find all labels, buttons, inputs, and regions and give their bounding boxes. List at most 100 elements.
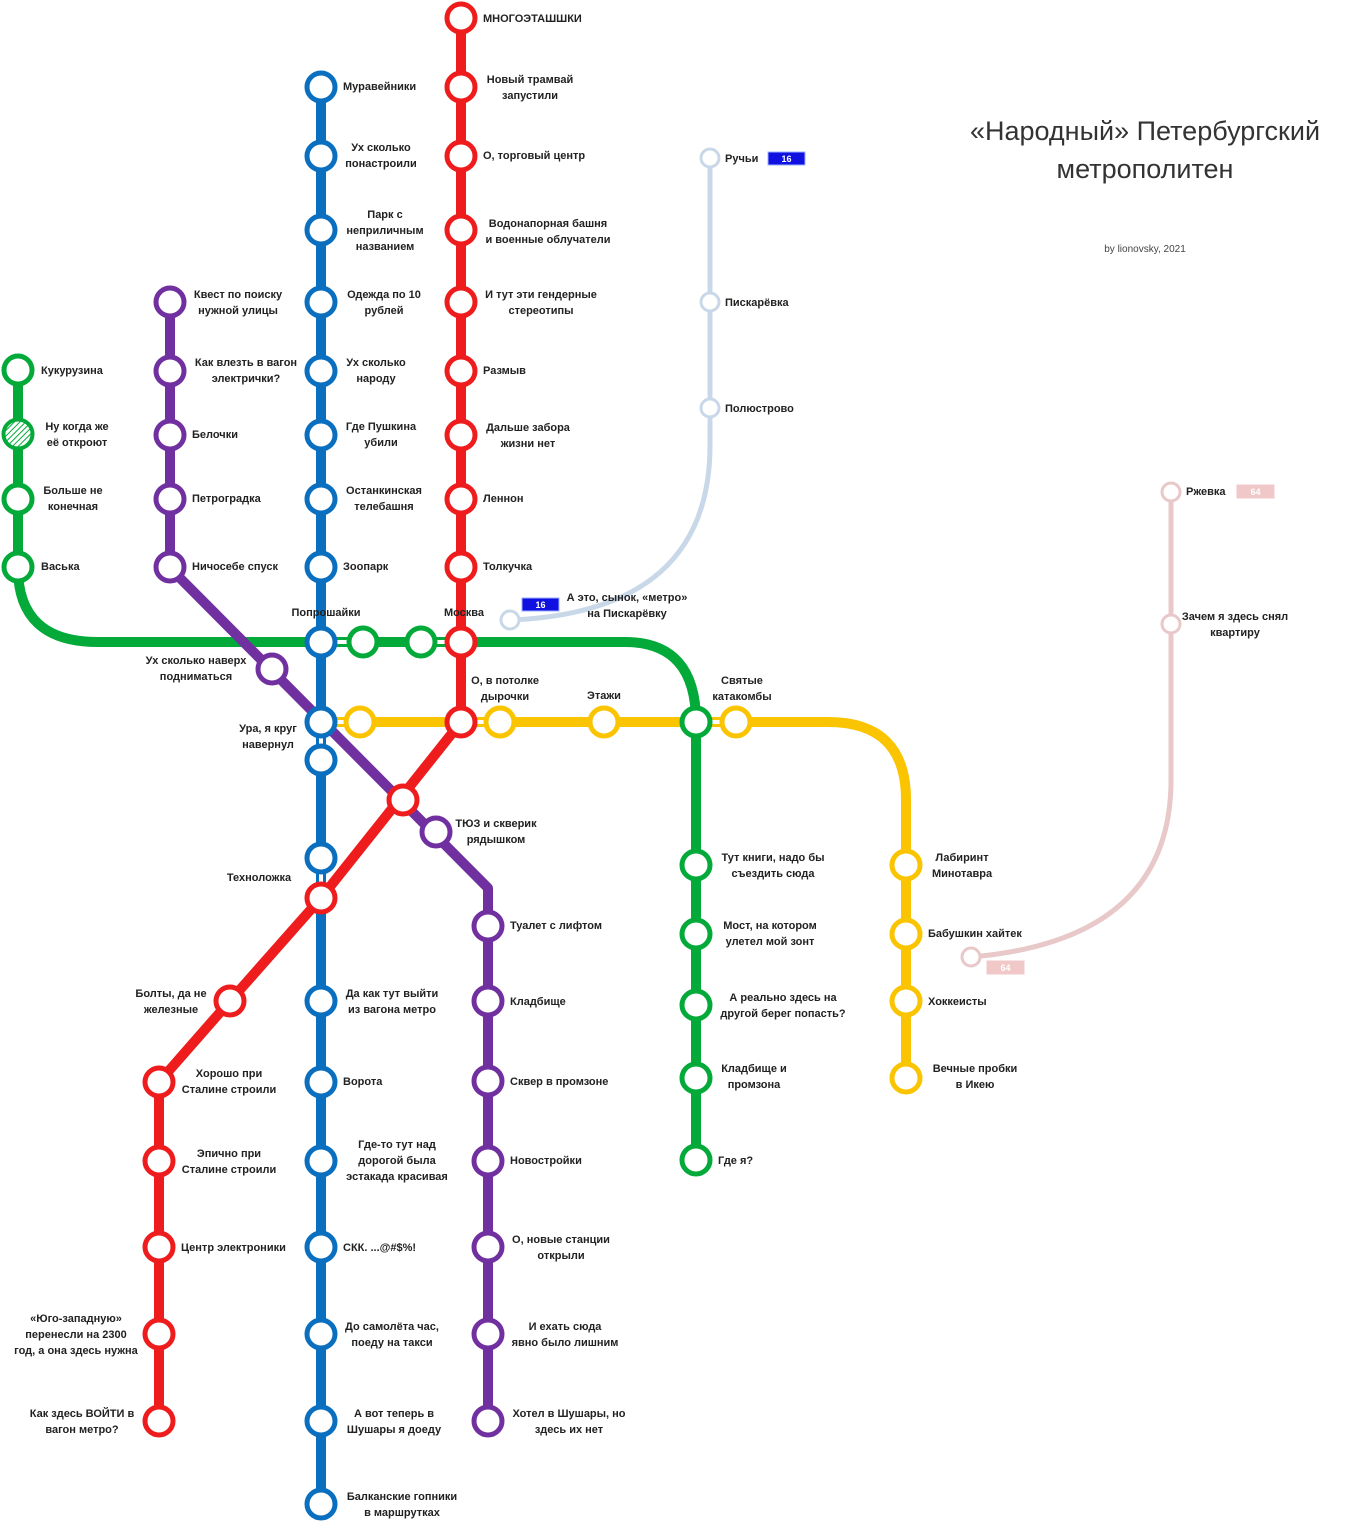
green-line-station-8[interactable]: [679, 1061, 713, 1095]
blue-line-station-5[interactable]: [304, 418, 338, 452]
label-line: конечная: [48, 501, 98, 513]
blue-line-station-4[interactable]: [304, 354, 338, 388]
green-line-station-5[interactable]: [679, 848, 713, 882]
tram-16-station-1[interactable]: [699, 291, 721, 313]
blue-line-station-1[interactable]: [304, 139, 338, 173]
purple-line-station-0[interactable]: [153, 285, 187, 319]
blue-line-station-9[interactable]: [304, 705, 338, 739]
label-line: поеду на такси: [351, 1337, 432, 1349]
red-line-station-9[interactable]: [444, 625, 478, 659]
yellow-line-station-3[interactable]: [889, 984, 923, 1018]
yellow-line-station-1[interactable]: [889, 848, 923, 882]
green-line-station-3[interactable]: [1, 550, 35, 584]
green-line-transfer-node: [404, 625, 438, 659]
red-line-station-2[interactable]: [444, 139, 478, 173]
label-line: Кукурузина: [41, 365, 104, 377]
blue-line-station-14[interactable]: [304, 1230, 338, 1264]
blue-line-station-10[interactable]: [304, 841, 338, 875]
purple-line-station-11[interactable]: [471, 1230, 505, 1264]
tram-16-station-3[interactable]: [499, 609, 521, 631]
purple-line-station-label-7: Туалет с лифтом: [510, 920, 602, 932]
blue-line-station-label-12: Ворота: [343, 1076, 383, 1088]
red-line-station-4[interactable]: [444, 285, 478, 319]
red-line-station-7[interactable]: [444, 482, 478, 516]
purple-line-station-6[interactable]: [419, 815, 453, 849]
green-line-station-7[interactable]: [679, 988, 713, 1022]
green-line-station-4[interactable]: [679, 705, 713, 739]
yellow-line-station-2[interactable]: [889, 917, 923, 951]
label-line: на Пискарёвку: [587, 608, 667, 620]
red-line-station-15[interactable]: [142, 1317, 176, 1351]
blue-line-station-15[interactable]: [304, 1317, 338, 1351]
red-line-station-0[interactable]: [444, 1, 478, 35]
purple-line-station-1[interactable]: [153, 354, 187, 388]
red-line-station-14[interactable]: [142, 1230, 176, 1264]
blue-line-station-11[interactable]: [304, 984, 338, 1018]
red-line-station-6[interactable]: [444, 418, 478, 452]
blue-line-station-13[interactable]: [304, 1144, 338, 1178]
green-line-station-9[interactable]: [679, 1143, 713, 1177]
label-line: Толкучка: [483, 561, 533, 573]
blue-line-station-0[interactable]: [304, 70, 338, 104]
red-line-station-16[interactable]: [142, 1404, 176, 1438]
yellow-line-station-0[interactable]: [587, 705, 621, 739]
green-line-station-2[interactable]: [1, 482, 35, 516]
label-line: Ворота: [343, 1076, 383, 1088]
blue-line-station-8[interactable]: [304, 625, 338, 659]
purple-line-station-12[interactable]: [471, 1317, 505, 1351]
purple-line-station-5[interactable]: [255, 652, 289, 686]
red-line-station-13[interactable]: [142, 1144, 176, 1178]
blue-line-station-12[interactable]: [304, 1065, 338, 1099]
label-line: Где-то тут над: [358, 1139, 436, 1151]
purple-line-station-13[interactable]: [471, 1404, 505, 1438]
label-line: А реально здесь на: [729, 992, 837, 1004]
label-line: год, а она здесь нужна: [14, 1345, 139, 1357]
purple-line-station-3[interactable]: [153, 482, 187, 516]
green-line-transfer-node: [346, 625, 380, 659]
blue-line-station-2[interactable]: [304, 213, 338, 247]
yellow-line-station-4[interactable]: [889, 1061, 923, 1095]
red-line-station-3[interactable]: [444, 213, 478, 247]
label-line: Водонапорная башня: [489, 218, 607, 230]
label-line: Парк с: [367, 209, 402, 221]
purple-line-station-7[interactable]: [471, 909, 505, 943]
route-64-badge-label: 64: [1000, 963, 1010, 973]
green-line-station-0[interactable]: [1, 353, 35, 387]
blue-line-station-3[interactable]: [304, 285, 338, 319]
purple-line-station-2[interactable]: [153, 418, 187, 452]
blue-line-station-7[interactable]: [304, 550, 338, 584]
tram-64-station-0[interactable]: [1160, 481, 1182, 503]
purple-line-station-9[interactable]: [471, 1064, 505, 1098]
red-line-station-10[interactable]: [444, 705, 478, 739]
purple-line-station-8[interactable]: [471, 984, 505, 1018]
label-line: и военные облучатели: [485, 234, 610, 246]
red-line-station-1[interactable]: [444, 70, 478, 104]
tram-16-station-2[interactable]: [699, 397, 721, 419]
red-line-station-11[interactable]: [213, 984, 247, 1018]
blue-line-station-17[interactable]: [304, 1487, 338, 1521]
blue-line-station-16[interactable]: [304, 1404, 338, 1438]
purple-line-station-10[interactable]: [471, 1144, 505, 1178]
red-line-station-12[interactable]: [142, 1065, 176, 1099]
red-line-station-label-7: Леннон: [483, 493, 524, 505]
tram-16-station-0[interactable]: [699, 147, 721, 169]
label-line: Вечные пробки: [933, 1063, 1018, 1075]
purple-line-station-4[interactable]: [153, 550, 187, 584]
green-line-station-6[interactable]: [679, 917, 713, 951]
tram-64-station-1[interactable]: [1160, 613, 1182, 635]
red-line-station-8[interactable]: [444, 550, 478, 584]
red-line-station-5[interactable]: [444, 354, 478, 388]
red-line-station-label-14: Центр электроники: [181, 1242, 286, 1254]
label-line: в Икею: [956, 1079, 995, 1091]
label-line: Ручьи: [725, 153, 758, 165]
blue-line-station-6[interactable]: [304, 482, 338, 516]
tram-64-station-label-0: Ржевка: [1186, 486, 1226, 498]
